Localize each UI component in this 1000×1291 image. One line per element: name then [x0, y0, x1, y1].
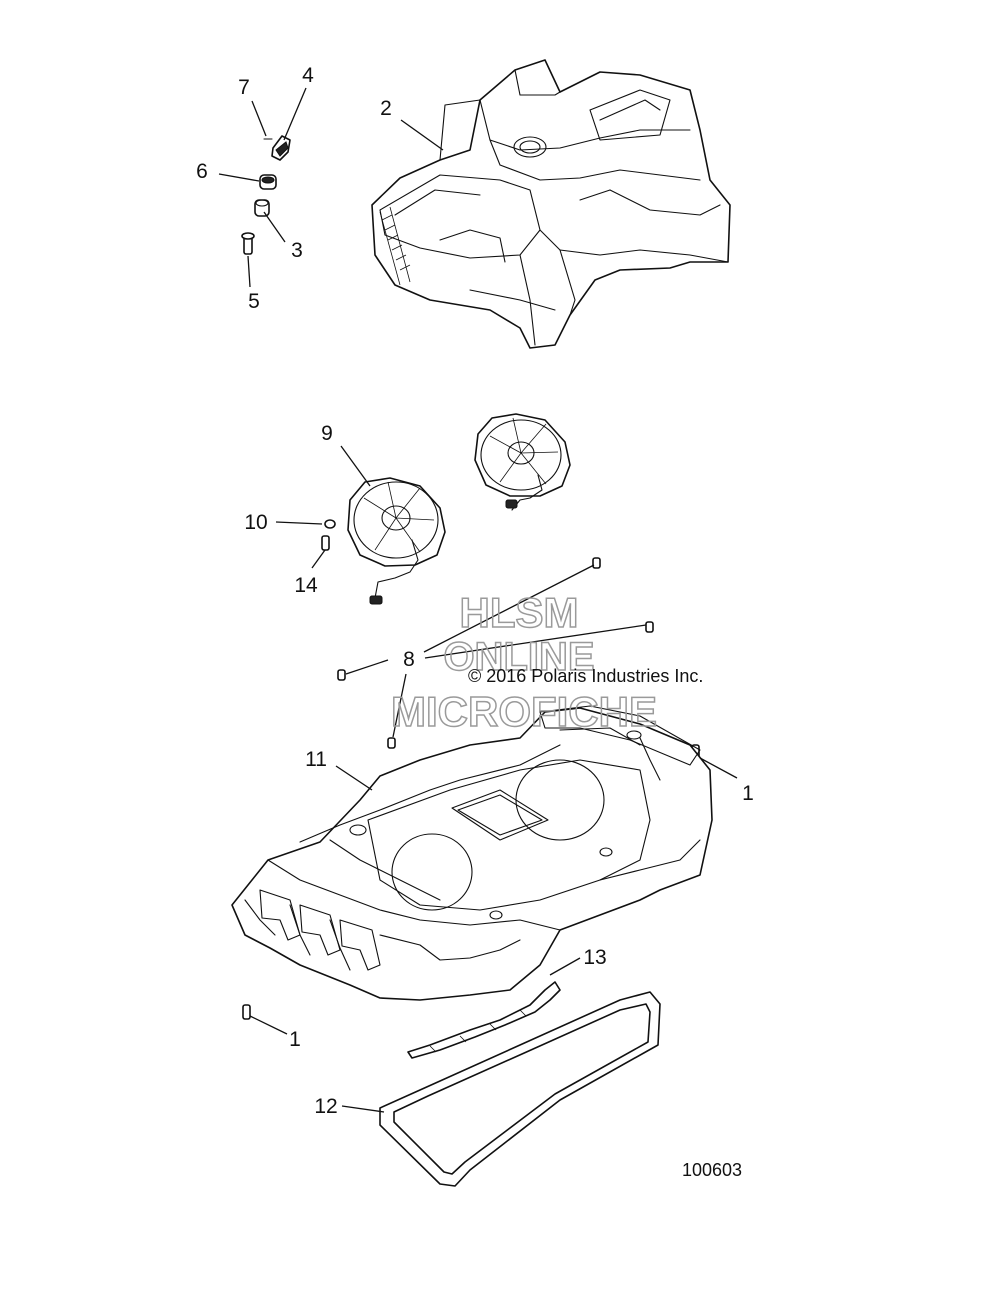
- leader-lines: [218, 87, 738, 1113]
- part-13-seal: [407, 981, 561, 1059]
- callout-7: 7: [238, 76, 250, 99]
- part-11-lower-body: [231, 705, 713, 1001]
- part-10-nut: [324, 519, 336, 529]
- callout-6: 6: [196, 160, 208, 183]
- callout-8: 8: [403, 648, 415, 671]
- callout-11: 11: [305, 748, 327, 771]
- callouts: 7 4 2 6 3 5 9 10 14 8 11 1 13 1 12: [196, 64, 754, 1118]
- part-14-screw: [321, 535, 330, 551]
- watermark-line-3: MICROFICHE: [391, 688, 657, 735]
- part-9-fan-right: [474, 413, 571, 511]
- part-2-front-cover: [371, 59, 731, 349]
- part-8-screws: [337, 557, 654, 749]
- watermark-line-1: HLSM: [460, 589, 579, 636]
- part-4-latch: [271, 135, 291, 161]
- callout-5: 5: [248, 290, 260, 313]
- part-12-gasket: [379, 991, 661, 1187]
- part-3-spacer: [254, 199, 270, 217]
- watermark-line-2: ONLINE: [443, 635, 594, 679]
- copyright-text: © 2016 Polaris Industries Inc.: [468, 666, 703, 686]
- callout-4: 4: [302, 64, 314, 87]
- callout-1-right: 1: [742, 782, 754, 805]
- part-5-screw: [241, 232, 255, 255]
- callout-9: 9: [321, 422, 333, 445]
- document-number: 100603: [682, 1160, 742, 1180]
- part-9-fan-left: [347, 477, 446, 605]
- watermark: HLSM ONLINE MICROFICHE: [390, 588, 658, 736]
- callout-13: 13: [583, 946, 606, 969]
- callout-12: 12: [314, 1095, 337, 1118]
- callout-1-left: 1: [289, 1028, 301, 1051]
- callout-14: 14: [294, 574, 318, 597]
- part-6-grommet: [259, 174, 277, 190]
- callout-10: 10: [244, 511, 267, 534]
- callout-3: 3: [291, 239, 303, 262]
- callout-2: 2: [380, 97, 392, 120]
